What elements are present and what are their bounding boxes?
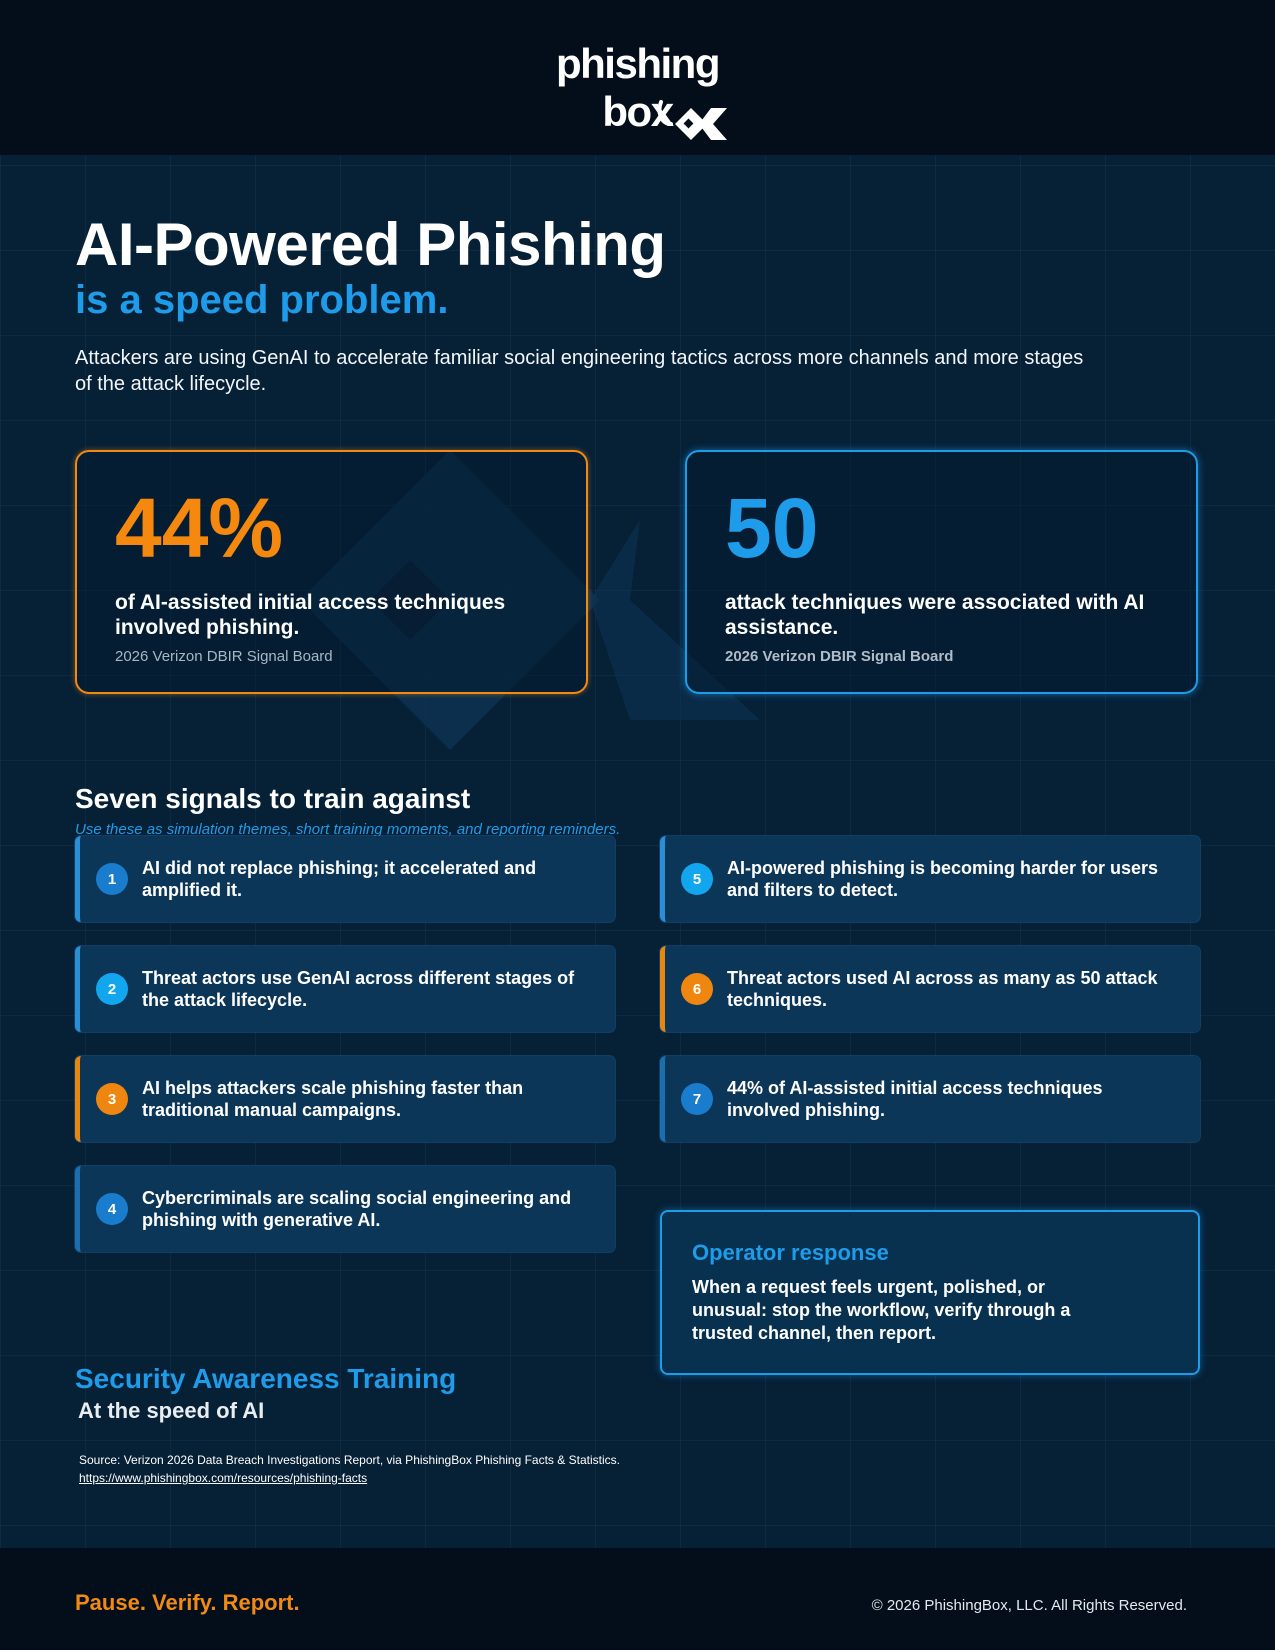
stat-value: 50 [725,481,819,575]
header: phishing box [0,0,1275,155]
signal-card-5: 5 AI-powered phishing is becoming harder… [660,836,1200,922]
signal-text: Threat actors use GenAI across different… [142,968,575,1010]
signal-card-4: 4 Cybercriminals are scaling social engi… [75,1166,615,1252]
signal-number-badge: 7 [681,1083,713,1115]
operator-response-text: When a request feels urgent, polished, o… [692,1277,1071,1343]
signal-card-7: 7 44% of AI-assisted initial access tech… [660,1056,1200,1142]
signals-section-title: Seven signals to train against [75,783,471,814]
operator-response-title: Operator response [692,1240,889,1265]
stat-value: 44% [115,481,284,575]
footer: Pause. Verify. Report. © 2026 PhishingBo… [0,1548,1275,1650]
signal-text: Threat actors used AI across as many as … [727,968,1158,1010]
stat-description: of AI-assisted initial access techniques… [115,591,506,639]
main-content: AI-Powered Phishing is a speed problem. … [0,155,1275,1548]
signal-number-badge: 4 [96,1193,128,1225]
signal-text: AI helps attackers scale phishing faster… [142,1078,524,1120]
signal-text: AI did not replace phishing; it accelera… [142,858,537,900]
signal-number-badge: 1 [96,863,128,895]
page-title: AI-Powered Phishing [75,211,666,278]
operator-response-card: Operator response When a request feels u… [660,1210,1200,1375]
signal-text: Cybercriminals are scaling social engine… [142,1188,572,1230]
signal-text: AI-powered phishing is becoming harder f… [727,858,1159,900]
source-citation: Source: Verizon 2026 Data Breach Investi… [79,1451,620,1487]
stat-source: 2026 Verizon DBIR Signal Board [725,648,954,665]
source-text: Source: Verizon 2026 Data Breach Investi… [79,1453,620,1467]
signal-number-badge: 3 [96,1083,128,1115]
phishingbox-logo[interactable]: phishing box [533,28,743,140]
fish-box-logo-icon [656,99,727,140]
footer-copyright: © 2026 PhishingBox, LLC. All Rights Rese… [871,1597,1187,1614]
signal-number-badge: 2 [96,973,128,1005]
training-heading: Security Awareness Training [75,1363,457,1394]
training-subheading: At the speed of AI [78,1398,265,1423]
footer-tagline: Pause. Verify. Report. [75,1590,300,1615]
logo-text: phishing box [556,39,720,135]
signal-number-badge: 5 [681,863,713,895]
stat-description: attack techniques were associated with A… [725,591,1145,639]
stat-card-attack-techniques: 50 attack techniques were associated wit… [685,450,1198,694]
stat-card-phishing-share: 44% of AI-assisted initial access techni… [75,450,588,694]
stat-source: 2026 Verizon DBIR Signal Board [115,648,333,665]
signal-card-3: 3 AI helps attackers scale phishing fast… [75,1056,615,1142]
page-subtitle: is a speed problem. [75,278,449,322]
signal-text: 44% of AI-assisted initial access techni… [727,1078,1103,1120]
signals-section-subtitle: Use these as simulation themes, short tr… [75,821,621,838]
signal-card-2: 2 Threat actors use GenAI across differe… [75,946,615,1032]
signal-number-badge: 6 [681,973,713,1005]
signal-card-1: 1 AI did not replace phishing; it accele… [75,836,615,922]
source-link[interactable]: https://www.phishingbox.com/resources/ph… [79,1471,368,1485]
intro-paragraph: Attackers are using GenAI to accelerate … [75,347,1084,395]
signal-card-6: 6 Threat actors used AI across as many a… [660,946,1200,1032]
